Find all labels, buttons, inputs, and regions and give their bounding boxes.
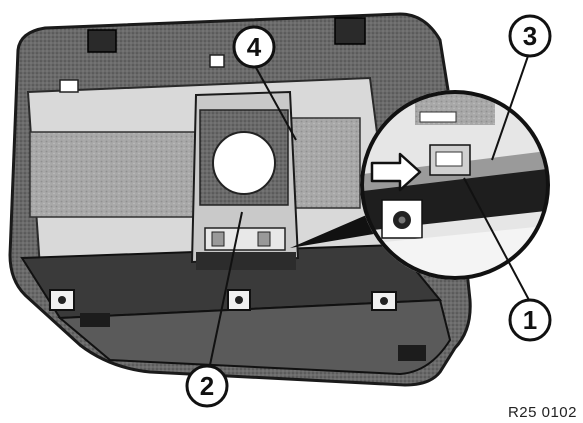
- callout-3-label: 3: [523, 21, 537, 51]
- callout-1: 1: [508, 298, 552, 342]
- detail-magnifier: [360, 90, 550, 280]
- lamp-holder: [190, 90, 300, 270]
- leader-line-4: [253, 63, 297, 141]
- callout-1-label: 1: [523, 305, 537, 335]
- callout-2-label: 2: [200, 371, 214, 401]
- magnifier-pointer: [290, 210, 386, 248]
- callout-2: 2: [185, 364, 229, 408]
- leader-line-1: [463, 177, 530, 301]
- callout-4: 4: [232, 25, 276, 69]
- leader-lines: [209, 55, 530, 366]
- leader-line-2: [209, 211, 243, 366]
- leader-line-3: [491, 55, 529, 161]
- callout-3: 3: [508, 14, 552, 58]
- push-direction-arrow-icon: [370, 152, 422, 192]
- callout-4-label: 4: [247, 32, 262, 62]
- housing-panel: [8, 12, 472, 387]
- figure-reference-code: R25 0102: [507, 404, 577, 421]
